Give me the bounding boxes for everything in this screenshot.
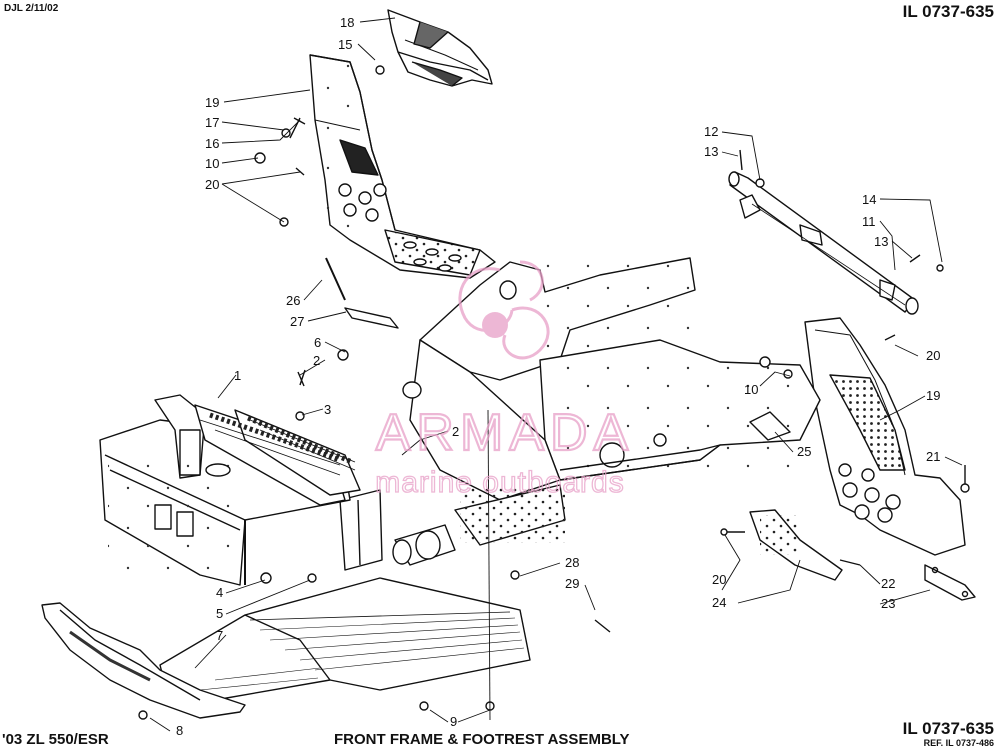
callout-15: 15: [338, 37, 352, 52]
callout-12: 12: [704, 124, 718, 139]
side-bracket-24: [749, 509, 843, 581]
callout-4: 4: [216, 585, 223, 600]
callout-16: 16: [205, 136, 219, 151]
callout-1: 1: [234, 368, 241, 383]
watermark-tagline: marine outboards: [375, 466, 624, 499]
side-bracket-23: [924, 564, 976, 601]
callout-18: 18: [340, 15, 354, 30]
callout-25: 25: [797, 444, 811, 459]
front-frame-structure: [339, 257, 821, 571]
callout-10b: 10: [744, 382, 758, 397]
reference-illustration: REF. IL 0737-486: [923, 738, 994, 748]
leader-lines: [149, 17, 963, 732]
callout-2b: 2: [452, 424, 459, 439]
callout-27: 27: [290, 314, 304, 329]
assembly-title: FRONT FRAME & FOOTREST ASSEMBLY: [334, 731, 630, 748]
callout-7: 7: [216, 628, 223, 643]
callout-14: 14: [862, 192, 876, 207]
callout-labels: 18 15 19 17 16 10 20 12 13 14 11 13 26 2…: [176, 15, 940, 738]
callout-20c: 20: [712, 572, 726, 587]
watermark-logo-mark: [458, 260, 550, 360]
reinforcement-strip-27: [344, 307, 399, 329]
front-crossmember-housing: [99, 394, 361, 586]
front-belly-skid: [41, 602, 246, 719]
callout-20b: 20: [926, 348, 940, 363]
callout-21: 21: [926, 449, 940, 464]
callout-2: 2: [313, 353, 320, 368]
callout-26: 26: [286, 293, 300, 308]
callout-8: 8: [176, 723, 183, 738]
callout-20: 20: [205, 177, 219, 192]
callout-28: 28: [565, 555, 579, 570]
armada-watermark: ARMADA marine outboards: [375, 260, 634, 500]
steering-support-bar: [728, 171, 919, 315]
illustration-number-top: IL 0737-635: [902, 2, 994, 21]
clip-25: [749, 411, 791, 441]
callout-13b: 13: [874, 234, 888, 249]
callout-19b: 19: [926, 388, 940, 403]
rod-26: [325, 257, 346, 301]
callout-22: 22: [881, 576, 895, 591]
callout-19: 19: [205, 95, 219, 110]
callout-11: 11: [862, 214, 876, 229]
watermark-brand: ARMADA: [376, 404, 634, 462]
callout-9: 9: [450, 714, 457, 729]
callout-23: 23: [881, 596, 895, 611]
callout-29: 29: [565, 576, 579, 591]
left-footrest-panel: [309, 54, 496, 279]
callout-6: 6: [314, 335, 321, 350]
callout-5: 5: [216, 606, 223, 621]
callout-3: 3: [324, 402, 331, 417]
callout-17: 17: [205, 115, 219, 130]
model-label: '03 ZL 550/ESR: [2, 731, 109, 748]
callout-13: 13: [704, 144, 718, 159]
drawer-stamp: DJL 2/11/02: [4, 3, 59, 14]
right-footrest-panel: [804, 317, 966, 556]
callout-10: 10: [205, 156, 219, 171]
illustration-number-bottom: IL 0737-635: [902, 719, 994, 738]
callout-24: 24: [712, 595, 726, 610]
handlebar-pod-cover: [387, 9, 493, 87]
